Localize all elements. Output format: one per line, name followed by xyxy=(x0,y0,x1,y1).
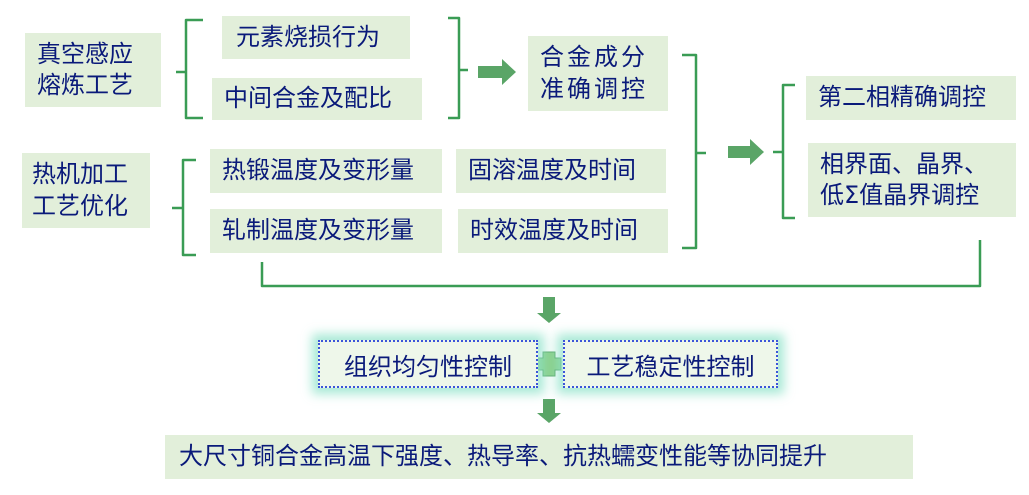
forging-box: 热锻温度及变形量 xyxy=(210,149,442,193)
plus-icon xyxy=(536,351,562,377)
master-alloy-box: 中间合金及配比 xyxy=(212,78,422,120)
composition-box: 合金成分准确调控 xyxy=(528,36,668,111)
rolling-box: 轧制温度及变形量 xyxy=(210,209,442,253)
vacuum-melting-label: 真空感应熔炼工艺 xyxy=(37,39,133,99)
aging-label: 时效温度及时间 xyxy=(470,216,638,245)
bracket-combined-right xyxy=(682,53,706,250)
hot-working-box: 热机加工工艺优化 xyxy=(22,153,150,228)
microstructure-control-label: 组织均匀性控制 xyxy=(344,352,512,381)
bottom-collector-line xyxy=(260,240,982,288)
boundary-label: 相界面、晶界、低Σ值晶界调控 xyxy=(820,149,988,209)
solution-box: 固溶温度及时间 xyxy=(456,149,666,193)
arrow-right-1 xyxy=(478,59,516,85)
bracket-phase-left xyxy=(773,83,795,220)
bracket-melting-left xyxy=(176,18,203,120)
arrow-right-2 xyxy=(728,139,764,165)
microstructure-control-box: 组织均匀性控制 xyxy=(318,340,538,388)
elements-box: 元素烧损行为 xyxy=(222,16,410,59)
rolling-label: 轧制温度及变形量 xyxy=(222,216,414,245)
vacuum-melting-box: 真空感应熔炼工艺 xyxy=(25,33,161,107)
forging-label: 热锻温度及变形量 xyxy=(222,156,414,185)
aging-box: 时效温度及时间 xyxy=(458,209,668,253)
arrow-down-2 xyxy=(537,399,561,423)
bracket-working-left xyxy=(172,158,196,257)
goal-box: 大尺寸铜合金高温下强度、热导率、抗热蠕变性能等协同提升 xyxy=(165,435,913,479)
second-phase-box: 第二相精确调控 xyxy=(806,76,1016,120)
goal-label: 大尺寸铜合金高温下强度、热导率、抗热蠕变性能等协同提升 xyxy=(179,442,827,471)
arrow-down-1 xyxy=(537,297,561,323)
master-alloy-label: 中间合金及配比 xyxy=(224,84,392,113)
solution-label: 固溶温度及时间 xyxy=(468,156,636,185)
process-stability-label: 工艺稳定性控制 xyxy=(586,352,755,381)
process-stability-box: 工艺稳定性控制 xyxy=(563,340,778,388)
hot-working-label: 热机加工工艺优化 xyxy=(32,160,128,220)
second-phase-label: 第二相精确调控 xyxy=(818,83,986,112)
composition-label: 合金成分准确调控 xyxy=(540,43,648,103)
bracket-melting-right xyxy=(448,16,468,120)
boundary-box: 相界面、晶界、低Σ值晶界调控 xyxy=(808,143,1016,217)
elements-label: 元素烧损行为 xyxy=(236,22,380,51)
